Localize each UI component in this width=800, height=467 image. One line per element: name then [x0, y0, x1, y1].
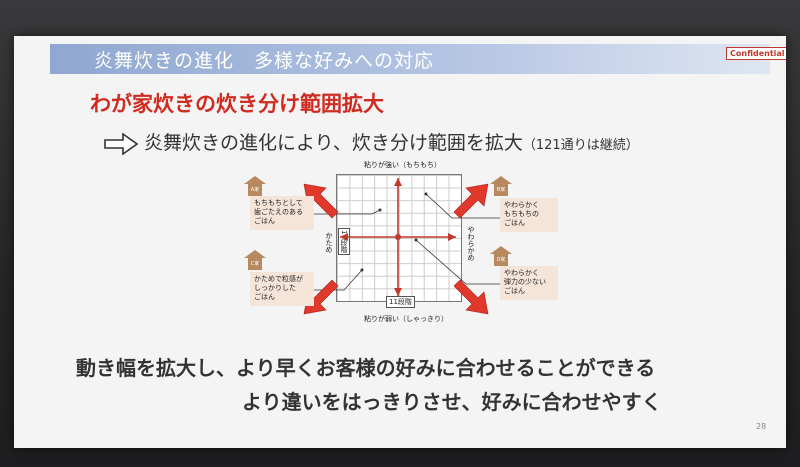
confidential-badge: Confidential: [726, 47, 786, 60]
arrow-up-mark: [394, 178, 402, 186]
house-icon-a: A家: [244, 176, 266, 196]
leader-line-b: [425, 193, 502, 219]
center-dot: [395, 234, 401, 240]
bottom-step-label: 11段階: [386, 296, 415, 308]
axis-left-label: かため: [325, 232, 333, 253]
footer-message-2: より違いをはっきりさせ、好みに合わせやすく: [242, 390, 662, 414]
axis-top-label: 粘りが強い（もちもち）: [364, 161, 441, 169]
house-icon-c: C家: [244, 250, 266, 270]
footer-message-1: 動き幅を拡大し、より早くお客様の好みに合わせることができる: [76, 356, 656, 380]
presentation-slide: 炎舞炊きの進化 多様な好みへの対応 Confidential わが家炊きの炊き分…: [14, 36, 786, 448]
arrow-down-mark: [394, 288, 402, 296]
rice-cooking-diagram: 粘りが強い（もちもち） 粘りが弱い（しゃっきり） かため やわらかめ 11段階 …: [240, 154, 558, 330]
preference-box-c: かためで粒感がしっかりしたごはん: [250, 272, 314, 306]
preference-box-a: もちもちとして歯ごたえのあるごはん: [250, 196, 314, 230]
leader-line-a: [312, 209, 381, 215]
house-icon-d: D家: [490, 246, 512, 266]
slide-header-title: 炎舞炊きの進化 多様な好みへの対応: [94, 50, 435, 72]
expand-arrow-bottom-right: [453, 279, 489, 315]
preference-box-b: やわらかくもちもちのごはん: [500, 198, 558, 232]
bullet-note: （121通りは継続）: [522, 138, 639, 153]
leader-line-d: [415, 239, 502, 285]
expand-arrow-top-right: [453, 183, 489, 219]
bullet-text: 炎舞炊きの進化により、炊き分け範囲を拡大: [144, 132, 523, 154]
slide-header-bar: 炎舞炊きの進化 多様な好みへの対応 Confidential: [50, 44, 786, 74]
preference-box-d: やわらかく弾力の少ないごはん: [500, 266, 558, 300]
arrow-right-icon: [104, 132, 138, 155]
arrow-right-mark: [448, 233, 456, 241]
arrow-left-mark: [340, 233, 348, 241]
page-number: 28: [756, 422, 767, 431]
diagram-overlay: [303, 178, 502, 315]
bullet-point: 炎舞炊きの進化により、炊き分け範囲を拡大（121通りは継続）: [104, 128, 639, 155]
axis-right-label: やわらかめ: [467, 226, 475, 261]
house-icon-b: B家: [490, 176, 512, 196]
slide-subtitle: わが家炊きの炊き分け範囲拡大: [90, 92, 384, 116]
axis-bottom-label: 粘りが弱い（しゃっきり）: [364, 315, 448, 323]
